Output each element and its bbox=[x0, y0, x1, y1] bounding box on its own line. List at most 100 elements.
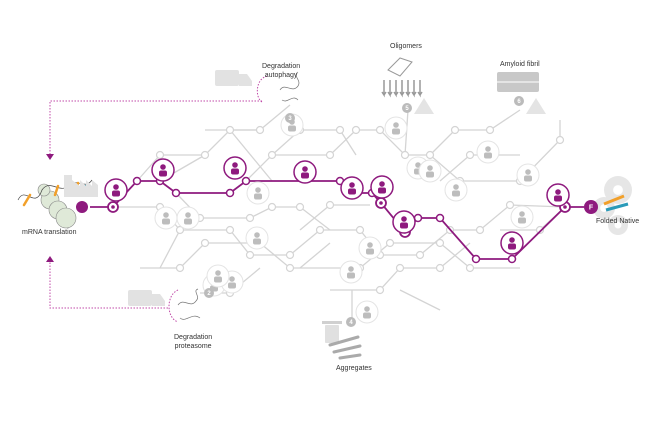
chaperone-head-icon bbox=[160, 164, 166, 170]
aggregates-label: Aggregates bbox=[336, 365, 372, 372]
trash-can-icon bbox=[325, 325, 339, 343]
proteasome-arc bbox=[168, 289, 179, 323]
degraded-protein-icon bbox=[177, 288, 201, 320]
gray-node bbox=[200, 238, 210, 248]
chaperone-icon-inactive bbox=[358, 236, 382, 260]
icon-circle bbox=[104, 178, 128, 202]
oligomer-strand-icon bbox=[387, 80, 393, 98]
gear-hole bbox=[614, 221, 622, 229]
amyloid-fibril-label: Amyloid fibril bbox=[500, 61, 540, 68]
oligomer-strand-icon bbox=[393, 80, 399, 98]
gray-pathway-line bbox=[159, 229, 181, 269]
gray-node bbox=[225, 125, 235, 135]
gray-node bbox=[175, 263, 185, 273]
chaperone-icon-inactive bbox=[246, 181, 270, 205]
trash-lid-icon bbox=[322, 321, 342, 324]
chaperone-head-icon bbox=[379, 181, 385, 187]
icon-circle bbox=[516, 163, 540, 187]
oligomers-label: Oligomers bbox=[390, 43, 422, 50]
icon-circle bbox=[510, 205, 534, 229]
chaperone-body-icon bbox=[347, 272, 355, 279]
gray-node bbox=[295, 202, 305, 212]
chaperone-icon-inactive bbox=[418, 159, 442, 183]
chaperone-icon-inactive bbox=[510, 205, 534, 229]
gray-pathway-line bbox=[229, 129, 273, 182]
oligomer-strand-icon bbox=[405, 80, 411, 98]
chaperone-head-icon bbox=[302, 166, 308, 172]
chaperone-head-icon bbox=[427, 165, 433, 171]
gray-node bbox=[245, 213, 255, 223]
icon-circle bbox=[206, 264, 230, 288]
chaperone-body-icon bbox=[348, 188, 356, 195]
checkpoint-dot bbox=[379, 201, 383, 205]
gray-node bbox=[325, 150, 335, 160]
icon-circle bbox=[151, 158, 175, 182]
purple-node bbox=[241, 176, 251, 186]
chaperone-icon-active bbox=[223, 156, 247, 180]
toxic-warning-icon bbox=[414, 98, 434, 114]
chaperone-icon-inactive bbox=[444, 178, 468, 202]
chaperone-body-icon bbox=[254, 193, 262, 200]
gray-node bbox=[395, 263, 405, 273]
icon-circle bbox=[280, 113, 304, 137]
icon-circle bbox=[546, 183, 570, 207]
autophagy-label-line2: autophagy bbox=[264, 72, 298, 79]
chaperone-icon-inactive bbox=[245, 226, 269, 250]
gray-node bbox=[335, 125, 345, 135]
truck-cab-icon bbox=[152, 294, 165, 306]
chaperone-body-icon bbox=[112, 190, 120, 197]
chaperone-head-icon bbox=[215, 270, 221, 276]
chaperone-body-icon bbox=[392, 128, 400, 135]
chaperone-body-icon bbox=[159, 170, 167, 177]
gray-node bbox=[435, 238, 445, 248]
icon-circle bbox=[355, 300, 379, 324]
chaperone-icon-active bbox=[293, 160, 317, 184]
chaperone-body-icon bbox=[366, 248, 374, 255]
factory-icon bbox=[64, 175, 98, 197]
chaperone-body-icon bbox=[484, 152, 492, 159]
chaperone-head-icon bbox=[415, 162, 421, 168]
gray-node bbox=[200, 150, 210, 160]
icon-circle bbox=[246, 181, 270, 205]
gray-pathway-line bbox=[113, 204, 566, 256]
chaperone-icon-inactive bbox=[516, 163, 540, 187]
gray-node bbox=[415, 250, 425, 260]
gray-node bbox=[175, 225, 185, 235]
proteasome-arrow bbox=[49, 258, 168, 309]
gray-node bbox=[555, 135, 565, 145]
gray-node bbox=[505, 200, 515, 210]
mrna-translation-label: mRNA translation bbox=[22, 229, 77, 236]
chaperone-icon-active bbox=[370, 175, 394, 199]
icon-circle bbox=[384, 116, 408, 140]
pathway-icons bbox=[104, 113, 570, 324]
icon-circle bbox=[176, 206, 200, 230]
chaperone-icon-inactive bbox=[206, 264, 230, 288]
chaperone-body-icon bbox=[184, 218, 192, 225]
chaperone-head-icon bbox=[348, 266, 354, 272]
folded-native-label: Folded Native bbox=[596, 218, 640, 225]
gray-node bbox=[425, 150, 435, 160]
gray-pathway-line bbox=[136, 104, 291, 182]
chaperone-head-icon bbox=[163, 212, 169, 218]
gray-node bbox=[465, 150, 475, 160]
chaperone-icon-active bbox=[500, 231, 524, 255]
icon-circle bbox=[154, 206, 178, 230]
gray-node bbox=[285, 250, 295, 260]
folded-protein-icon bbox=[603, 194, 625, 206]
icon-circle bbox=[245, 226, 269, 250]
truck-icon bbox=[215, 70, 239, 86]
checkpoint-dot bbox=[111, 205, 115, 209]
oligomer-strand-icon bbox=[381, 80, 387, 98]
icon-circle bbox=[339, 260, 363, 284]
icon-circle bbox=[358, 236, 382, 260]
chaperone-icon-active bbox=[392, 210, 416, 234]
chaperone-icon-inactive bbox=[339, 260, 363, 284]
chaperone-head-icon bbox=[367, 242, 373, 248]
oligomer-sheet-icon bbox=[387, 57, 413, 77]
chaperone-body-icon bbox=[524, 175, 532, 182]
autophagy-arc bbox=[256, 75, 269, 103]
chaperone-body-icon bbox=[231, 168, 239, 175]
